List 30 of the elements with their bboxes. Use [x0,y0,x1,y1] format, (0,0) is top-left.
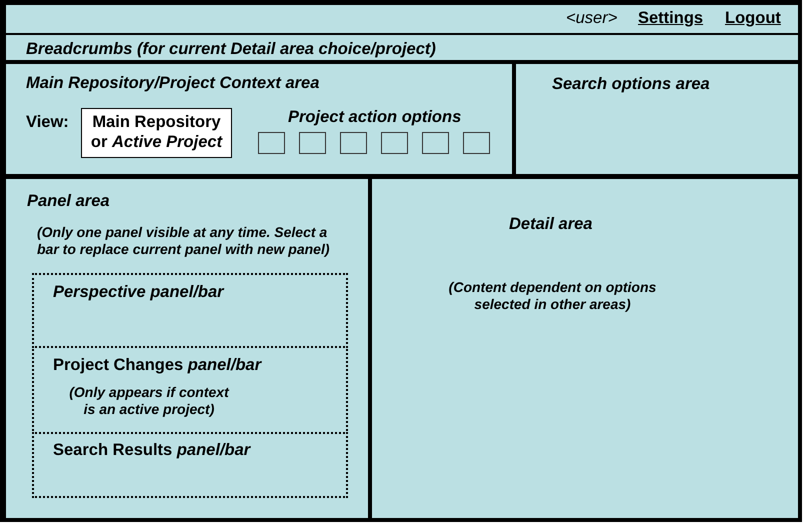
panel-section [32,346,348,434]
area-heading: Main Repository/Project Context area [26,73,320,93]
detail-area-panel [372,179,798,518]
panel-heading: Project Changes panel/bar [53,355,262,375]
search-options-panel [516,64,798,174]
area-heading: Detail area [509,214,592,234]
breadcrumb-text: Breadcrumbs (for current Detail area choice/project) [26,39,436,59]
context-area-panel [6,64,512,174]
panel-area [6,179,368,518]
action-placeholder [422,132,449,154]
action-placeholder [340,132,367,154]
panel-heading: Search Results panel/bar [53,440,250,460]
panel-heading: Perspective panel/bar [53,282,224,302]
note-text: (Content dependent on options selected in other areas) [448,279,658,313]
action-placeholder [258,132,285,154]
note-text: (Only appears if context is an active project) [68,384,230,418]
breadcrumb-bar [6,35,798,60]
settings-link: Settings [638,8,704,28]
action-placeholder [463,132,490,154]
note-text: (Only one panel visible at any time. Select a bar to replace current panel with new panel) [37,224,331,258]
area-heading: Search options area [552,74,710,94]
user-name-text: <user> [566,8,618,28]
area-heading: Panel area [27,191,110,211]
action-placeholder [381,132,408,154]
section-heading: Project action options [288,107,462,127]
action-placeholder [299,132,326,154]
logout-link: Logout [725,8,781,28]
header-bar [6,5,798,33]
field-label: View: [26,112,69,132]
view-selector: Main Repository or Active Project [81,108,232,158]
